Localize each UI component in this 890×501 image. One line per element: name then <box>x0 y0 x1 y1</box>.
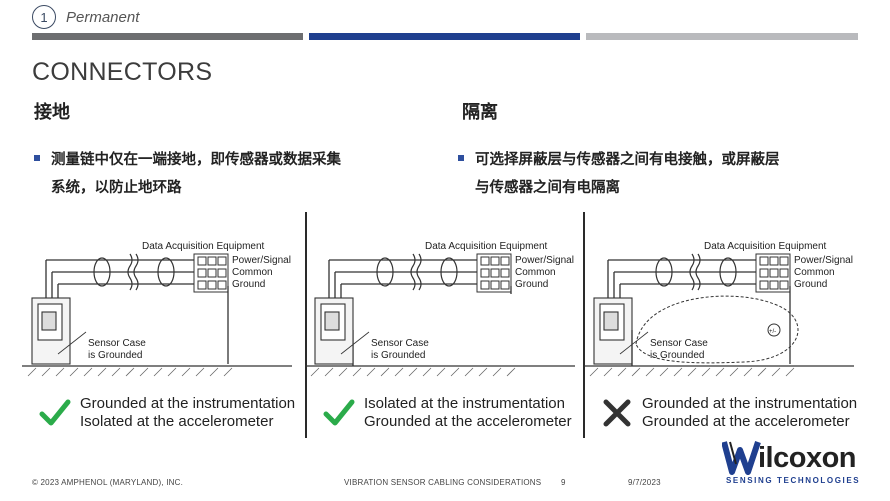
bullet-square-icon <box>458 155 464 161</box>
left-heading: 接地 <box>34 102 70 123</box>
sensor-case-label-2: is Grounded <box>371 350 425 361</box>
right-bullet-line2: 与传感器之间有电隔离 <box>475 180 620 196</box>
voltage-source-label: +/- <box>769 329 776 335</box>
left-bullet-line1: 测量链中仅在一端接地，即传感器或数据采集 <box>51 152 341 168</box>
daq-label: Data Acquisition Equipment <box>142 241 265 252</box>
checkmark-icon <box>323 399 355 426</box>
footer-page-number: 9 <box>561 478 566 487</box>
sensor-case-label-2: is Grounded <box>88 350 142 361</box>
right-heading: 隔离 <box>462 102 498 123</box>
right-bullet: 可选择屏蔽层与传感器之间有电接触，或屏蔽层 与传感器之间有电隔离 <box>458 146 858 202</box>
wiring-diagram-1: Data Acquisition Equipment Power/Signal … <box>22 234 292 394</box>
left-bullet: 测量链中仅在一端接地，即传感器或数据采集 系统，以防止地环路 <box>34 146 414 202</box>
diagram-svg: Data Acquisition Equipment Power/Signal … <box>305 241 575 377</box>
result-1-line2: Isolated at the accelerometer <box>80 413 274 430</box>
logo-tagline: SENSING TECHNOLOGIES <box>726 476 861 485</box>
section-label: Permanent <box>66 8 140 26</box>
footer-copyright: © 2023 AMPHENOL (MARYLAND), INC. <box>32 478 184 487</box>
diagram-svg: Data Acquisition Equipment Power/Signal … <box>22 241 292 377</box>
progress-bar-segment-2 <box>309 33 580 40</box>
panel-divider <box>583 212 585 438</box>
wilcoxon-w-logo-icon <box>722 441 761 475</box>
common-label: Common <box>232 267 273 278</box>
right-bullet-line1: 可选择屏蔽层与传感器之间有电接触，或屏蔽层 <box>475 152 780 168</box>
sensor-case-label-2: is Grounded <box>650 350 704 361</box>
result-3-line1: Grounded at the instrumentation <box>642 395 858 412</box>
wilcoxon-logo: ilcoxon SENSING TECHNOLOGIES <box>722 438 862 490</box>
bullet-square-icon <box>34 155 40 161</box>
section-number: 1 <box>32 5 56 29</box>
power-signal-label: Power/Signal <box>515 255 574 266</box>
wiring-diagram-3: Data Acquisition Equipment Power/Signal … <box>584 234 854 394</box>
daq-label: Data Acquisition Equipment <box>704 241 827 252</box>
result-3-line2: Grounded at the accelerometer <box>642 413 850 430</box>
common-label: Common <box>515 267 556 278</box>
power-signal-label: Power/Signal <box>232 255 291 266</box>
footer-date: 9/7/2023 <box>628 478 661 487</box>
result-2-line2: Grounded at the accelerometer <box>364 413 572 430</box>
common-label: Common <box>794 267 835 278</box>
ground-label: Ground <box>794 279 827 290</box>
left-bullet-line2: 系统，以防止地环路 <box>51 180 182 196</box>
ground-label: Ground <box>232 279 265 290</box>
cross-icon <box>603 399 631 427</box>
sensor-case-label: Sensor Case <box>88 338 146 349</box>
footer-doc-title: VIBRATION SENSOR CABLING CONSIDERATIONS <box>344 478 542 487</box>
panel-divider <box>305 212 307 438</box>
power-signal-label: Power/Signal <box>794 255 853 266</box>
section-header: 1 Permanent <box>32 4 139 30</box>
sensor-case-label: Sensor Case <box>650 338 708 349</box>
checkmark-icon <box>39 399 71 426</box>
result-2-line1: Isolated at the instrumentation <box>364 395 565 412</box>
progress-bar-segment-3 <box>586 33 858 40</box>
logo-name: ilcoxon <box>758 442 857 474</box>
diagram-svg: Data Acquisition Equipment Power/Signal … <box>584 241 854 377</box>
wiring-diagram-2: Data Acquisition Equipment Power/Signal … <box>305 234 575 394</box>
slide-title: CONNECTORS <box>32 58 213 86</box>
progress-bar-segment-1 <box>32 33 303 40</box>
voltage-source-icon <box>767 323 781 337</box>
ground-label: Ground <box>515 279 548 290</box>
daq-label: Data Acquisition Equipment <box>425 241 548 252</box>
result-1-line1: Grounded at the instrumentation <box>80 395 296 412</box>
sensor-case-label: Sensor Case <box>371 338 429 349</box>
